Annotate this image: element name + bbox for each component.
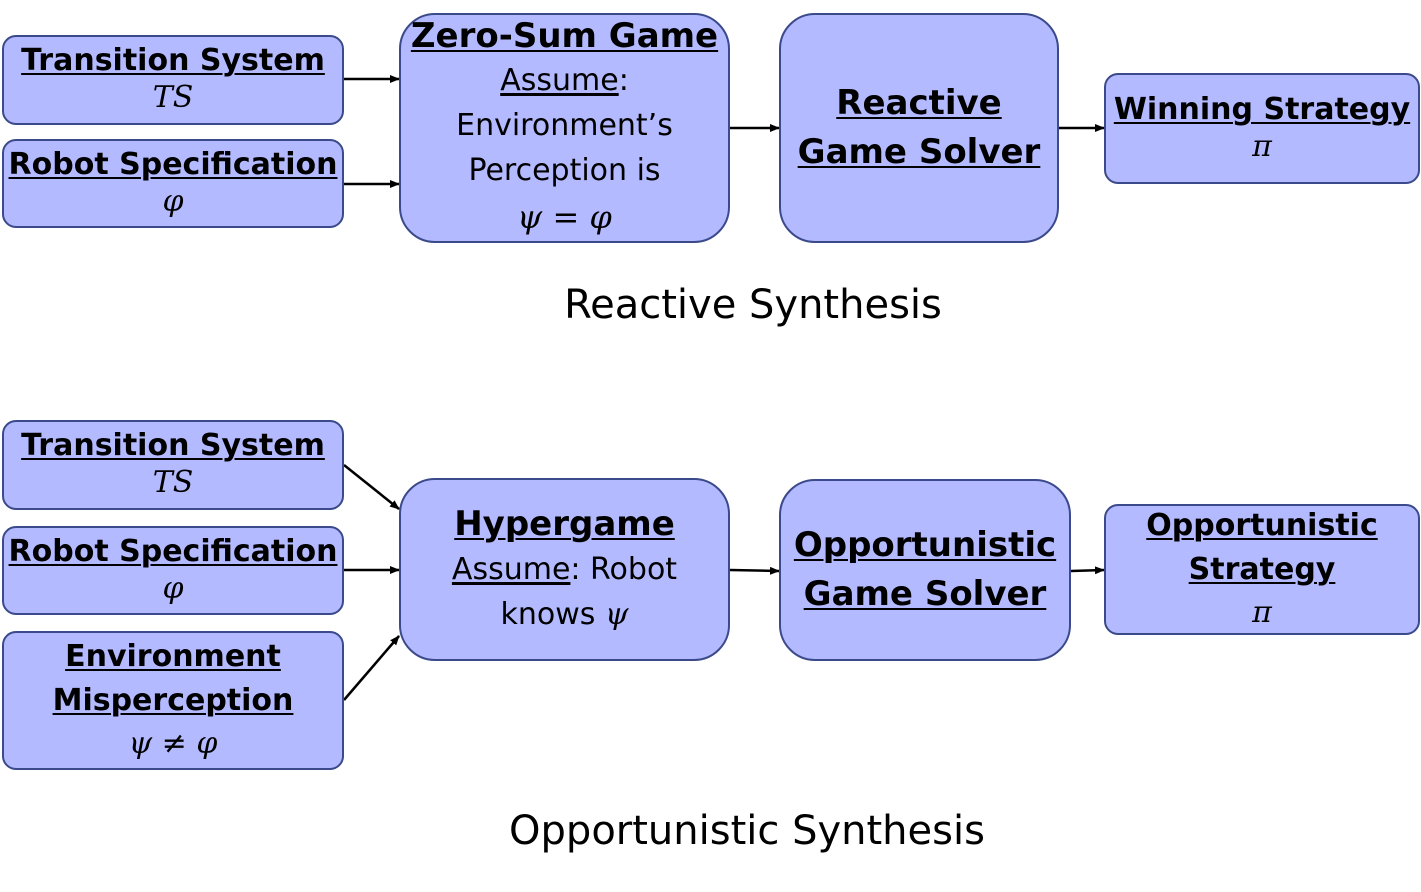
box-reactive-game-solver: Reactive Game Solver bbox=[779, 13, 1059, 243]
box-title: Transition System bbox=[21, 43, 325, 79]
box-zero-sum-game: Zero-Sum Game Assume: Environment’s Perc… bbox=[399, 13, 730, 243]
caption-opportunistic-synthesis: Opportunistic Synthesis bbox=[509, 808, 985, 854]
perception-line-1: Environment’s bbox=[456, 107, 673, 143]
box-environment-misperception: Environment Misperception ψ ≠ φ bbox=[2, 631, 344, 770]
box-title: Robot Specification bbox=[8, 146, 338, 182]
box-opportunistic-strategy: Opportunistic Strategy π bbox=[1104, 504, 1420, 635]
perception-line-2: Perception is bbox=[468, 152, 661, 188]
arrow-ts-to-hypergame bbox=[343, 464, 400, 510]
strategy-line-2: Strategy bbox=[1188, 551, 1336, 587]
symbol-psi: ψ bbox=[604, 597, 629, 633]
solver-line-2: Game Solver bbox=[803, 574, 1047, 614]
symbol-pi: π bbox=[1252, 128, 1272, 164]
solver-line-1: Opportunistic bbox=[793, 524, 1057, 565]
box-hypergame: Hypergame Assume: Robot knows ψ bbox=[399, 478, 730, 661]
box-robot-specification-bottom: Robot Specification φ bbox=[2, 526, 344, 615]
box-robot-specification-top: Robot Specification φ bbox=[2, 139, 344, 228]
assume-line: Assume: bbox=[500, 58, 629, 103]
box-title: Robot Specification bbox=[8, 533, 338, 569]
symbol-pi: π bbox=[1252, 595, 1272, 631]
misperception-line-2: Misperception bbox=[52, 682, 294, 718]
assume-line: Assume: Robot bbox=[452, 547, 677, 592]
box-transition-system-top: Transition System TS bbox=[2, 35, 344, 125]
assume-colon: : bbox=[618, 62, 629, 98]
formula-psi-equals-phi: ψ = φ bbox=[517, 197, 612, 236]
box-title: Transition System bbox=[21, 428, 325, 464]
solver-line-1: Reactive bbox=[836, 82, 1002, 123]
box-opportunistic-game-solver: Opportunistic Game Solver bbox=[779, 479, 1071, 661]
arrow-misperception-to-hypergame bbox=[343, 635, 400, 701]
arrow-solver-to-opp-strategy bbox=[1070, 566, 1105, 575]
solver-line-2: Game Solver bbox=[797, 132, 1041, 172]
formula-psi-not-equal-phi: ψ ≠ φ bbox=[128, 726, 218, 762]
strategy-line-1: Opportunistic bbox=[1146, 508, 1378, 544]
assume-rest: : Robot bbox=[570, 552, 678, 588]
symbol-ts: TS bbox=[152, 465, 194, 500]
box-title: Zero-Sum Game bbox=[410, 16, 719, 57]
symbol-phi: φ bbox=[162, 183, 184, 219]
knows-text: knows bbox=[500, 597, 605, 633]
box-title: Hypergame bbox=[454, 503, 675, 544]
symbol-ts: TS bbox=[152, 80, 194, 115]
box-winning-strategy: Winning Strategy π bbox=[1104, 73, 1420, 184]
assume-label: Assume bbox=[500, 62, 619, 98]
caption-reactive-synthesis: Reactive Synthesis bbox=[564, 282, 942, 328]
assume-label: Assume bbox=[451, 552, 571, 588]
box-title: Winning Strategy bbox=[1113, 91, 1411, 127]
symbol-phi: φ bbox=[162, 570, 184, 606]
arrow-hypergame-to-solver bbox=[729, 566, 780, 575]
misperception-line-1: Environment bbox=[65, 639, 281, 675]
knows-line: knows ψ bbox=[501, 592, 629, 637]
box-transition-system-bottom: Transition System TS bbox=[2, 420, 344, 510]
